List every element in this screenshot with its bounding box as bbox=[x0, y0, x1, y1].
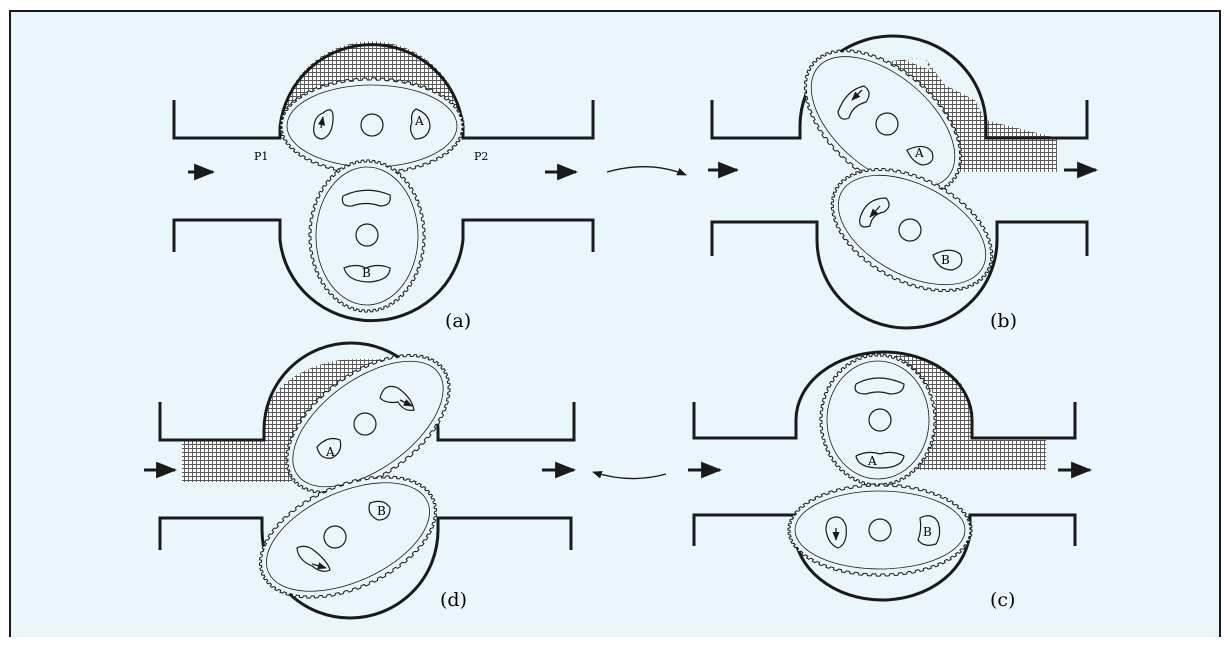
rotor-a-chamber bbox=[837, 85, 870, 120]
gear-teeth bbox=[285, 354, 451, 494]
rotor-a-gear bbox=[819, 353, 937, 487]
gear-teeth bbox=[787, 483, 973, 577]
lower-casing bbox=[692, 513, 1077, 602]
rotor-b-gear bbox=[259, 475, 437, 599]
rotor-a-chamber bbox=[409, 108, 431, 140]
panel-caption: (b) bbox=[990, 310, 1017, 332]
panel-caption: (d) bbox=[440, 589, 467, 611]
rotor-b-chamber bbox=[825, 516, 847, 549]
rotor-b-hub bbox=[355, 223, 379, 247]
rotor-a-hub bbox=[875, 112, 899, 136]
rotor-a-chamber bbox=[854, 377, 905, 395]
panel-caption: (c) bbox=[990, 589, 1015, 611]
rotor-a-label: A bbox=[914, 146, 924, 160]
gear-root-line bbox=[810, 56, 956, 188]
rotor-b-hub bbox=[898, 218, 922, 242]
rotor-b-chamber bbox=[296, 545, 331, 572]
rotor-b-chamber bbox=[368, 500, 391, 521]
rotor-a-label: A bbox=[867, 454, 877, 468]
rotor-a-chamber bbox=[313, 109, 334, 140]
rotor-a-label: A bbox=[325, 445, 335, 459]
rotor-a-gear bbox=[285, 354, 451, 494]
upper-casing bbox=[172, 43, 595, 140]
rotor-b-chamber bbox=[343, 264, 391, 283]
panel-b: A B (b) bbox=[708, 34, 1099, 332]
rotor-a-gear bbox=[279, 77, 465, 175]
rotor-b-label: B bbox=[362, 266, 371, 280]
rotor-b-label: B bbox=[377, 504, 386, 518]
rotor-a-chamber bbox=[316, 437, 342, 459]
rotation-arrow-icon bbox=[399, 399, 413, 407]
gear-teeth bbox=[279, 77, 465, 175]
rotation-arrow-icon bbox=[851, 89, 863, 101]
rotor-b-gear bbox=[787, 483, 973, 577]
rotor-b-chamber bbox=[859, 197, 890, 228]
diagram-frame bbox=[9, 10, 1221, 637]
gear-root-line bbox=[292, 360, 444, 488]
gear-root-line bbox=[266, 482, 430, 592]
rotation-arrow-icon bbox=[869, 205, 881, 218]
rotor-b-gear bbox=[830, 168, 994, 292]
rotation-arrow-icon bbox=[311, 562, 327, 570]
lower-casing bbox=[710, 220, 1089, 330]
rotor-b-hub bbox=[868, 518, 892, 542]
gear-teeth bbox=[308, 159, 426, 313]
gear-root-line bbox=[837, 174, 987, 286]
gear-teeth bbox=[819, 353, 937, 487]
panel-c: A B (c) bbox=[688, 350, 1093, 611]
rotor-a-hub bbox=[360, 113, 384, 137]
port-p2-label: P2 bbox=[474, 150, 488, 163]
rotor-a-label: A bbox=[414, 114, 424, 128]
upper-casing bbox=[692, 350, 1077, 440]
panel-caption: (a) bbox=[445, 310, 471, 332]
gear-root-line bbox=[315, 166, 419, 306]
lower-casing bbox=[172, 218, 595, 323]
rotor-b-hub bbox=[323, 525, 347, 549]
rotor-b-label: B bbox=[941, 253, 950, 267]
rotor-a-hub bbox=[353, 412, 377, 436]
curved-arrow-icon bbox=[606, 166, 687, 176]
rotor-b-chamber bbox=[932, 249, 963, 271]
hatched-region bbox=[905, 58, 930, 70]
rotor-b-chamber bbox=[917, 515, 941, 546]
port-p1-label: P1 bbox=[254, 150, 268, 163]
gear-root-line bbox=[794, 490, 966, 570]
rotor-a-chamber bbox=[379, 385, 415, 411]
panel-a: A B P1 P2 (a) bbox=[172, 41, 595, 332]
curved-arrow-icon bbox=[592, 470, 667, 480]
rotor-b-chamber bbox=[341, 189, 391, 207]
panel-d: A B (d) bbox=[144, 341, 577, 620]
gear-teeth bbox=[259, 475, 437, 599]
rotation-arrow-icon bbox=[317, 116, 326, 129]
gear-root-line bbox=[826, 360, 930, 480]
upper-casing bbox=[710, 34, 1089, 140]
rotor-b-label: B bbox=[923, 525, 932, 539]
rotor-a-chamber bbox=[855, 451, 905, 469]
rotor-b-gear bbox=[308, 159, 426, 313]
rotor-a-hub bbox=[868, 408, 892, 432]
gear-teeth bbox=[830, 168, 994, 292]
rotor-a-chamber bbox=[906, 145, 934, 166]
